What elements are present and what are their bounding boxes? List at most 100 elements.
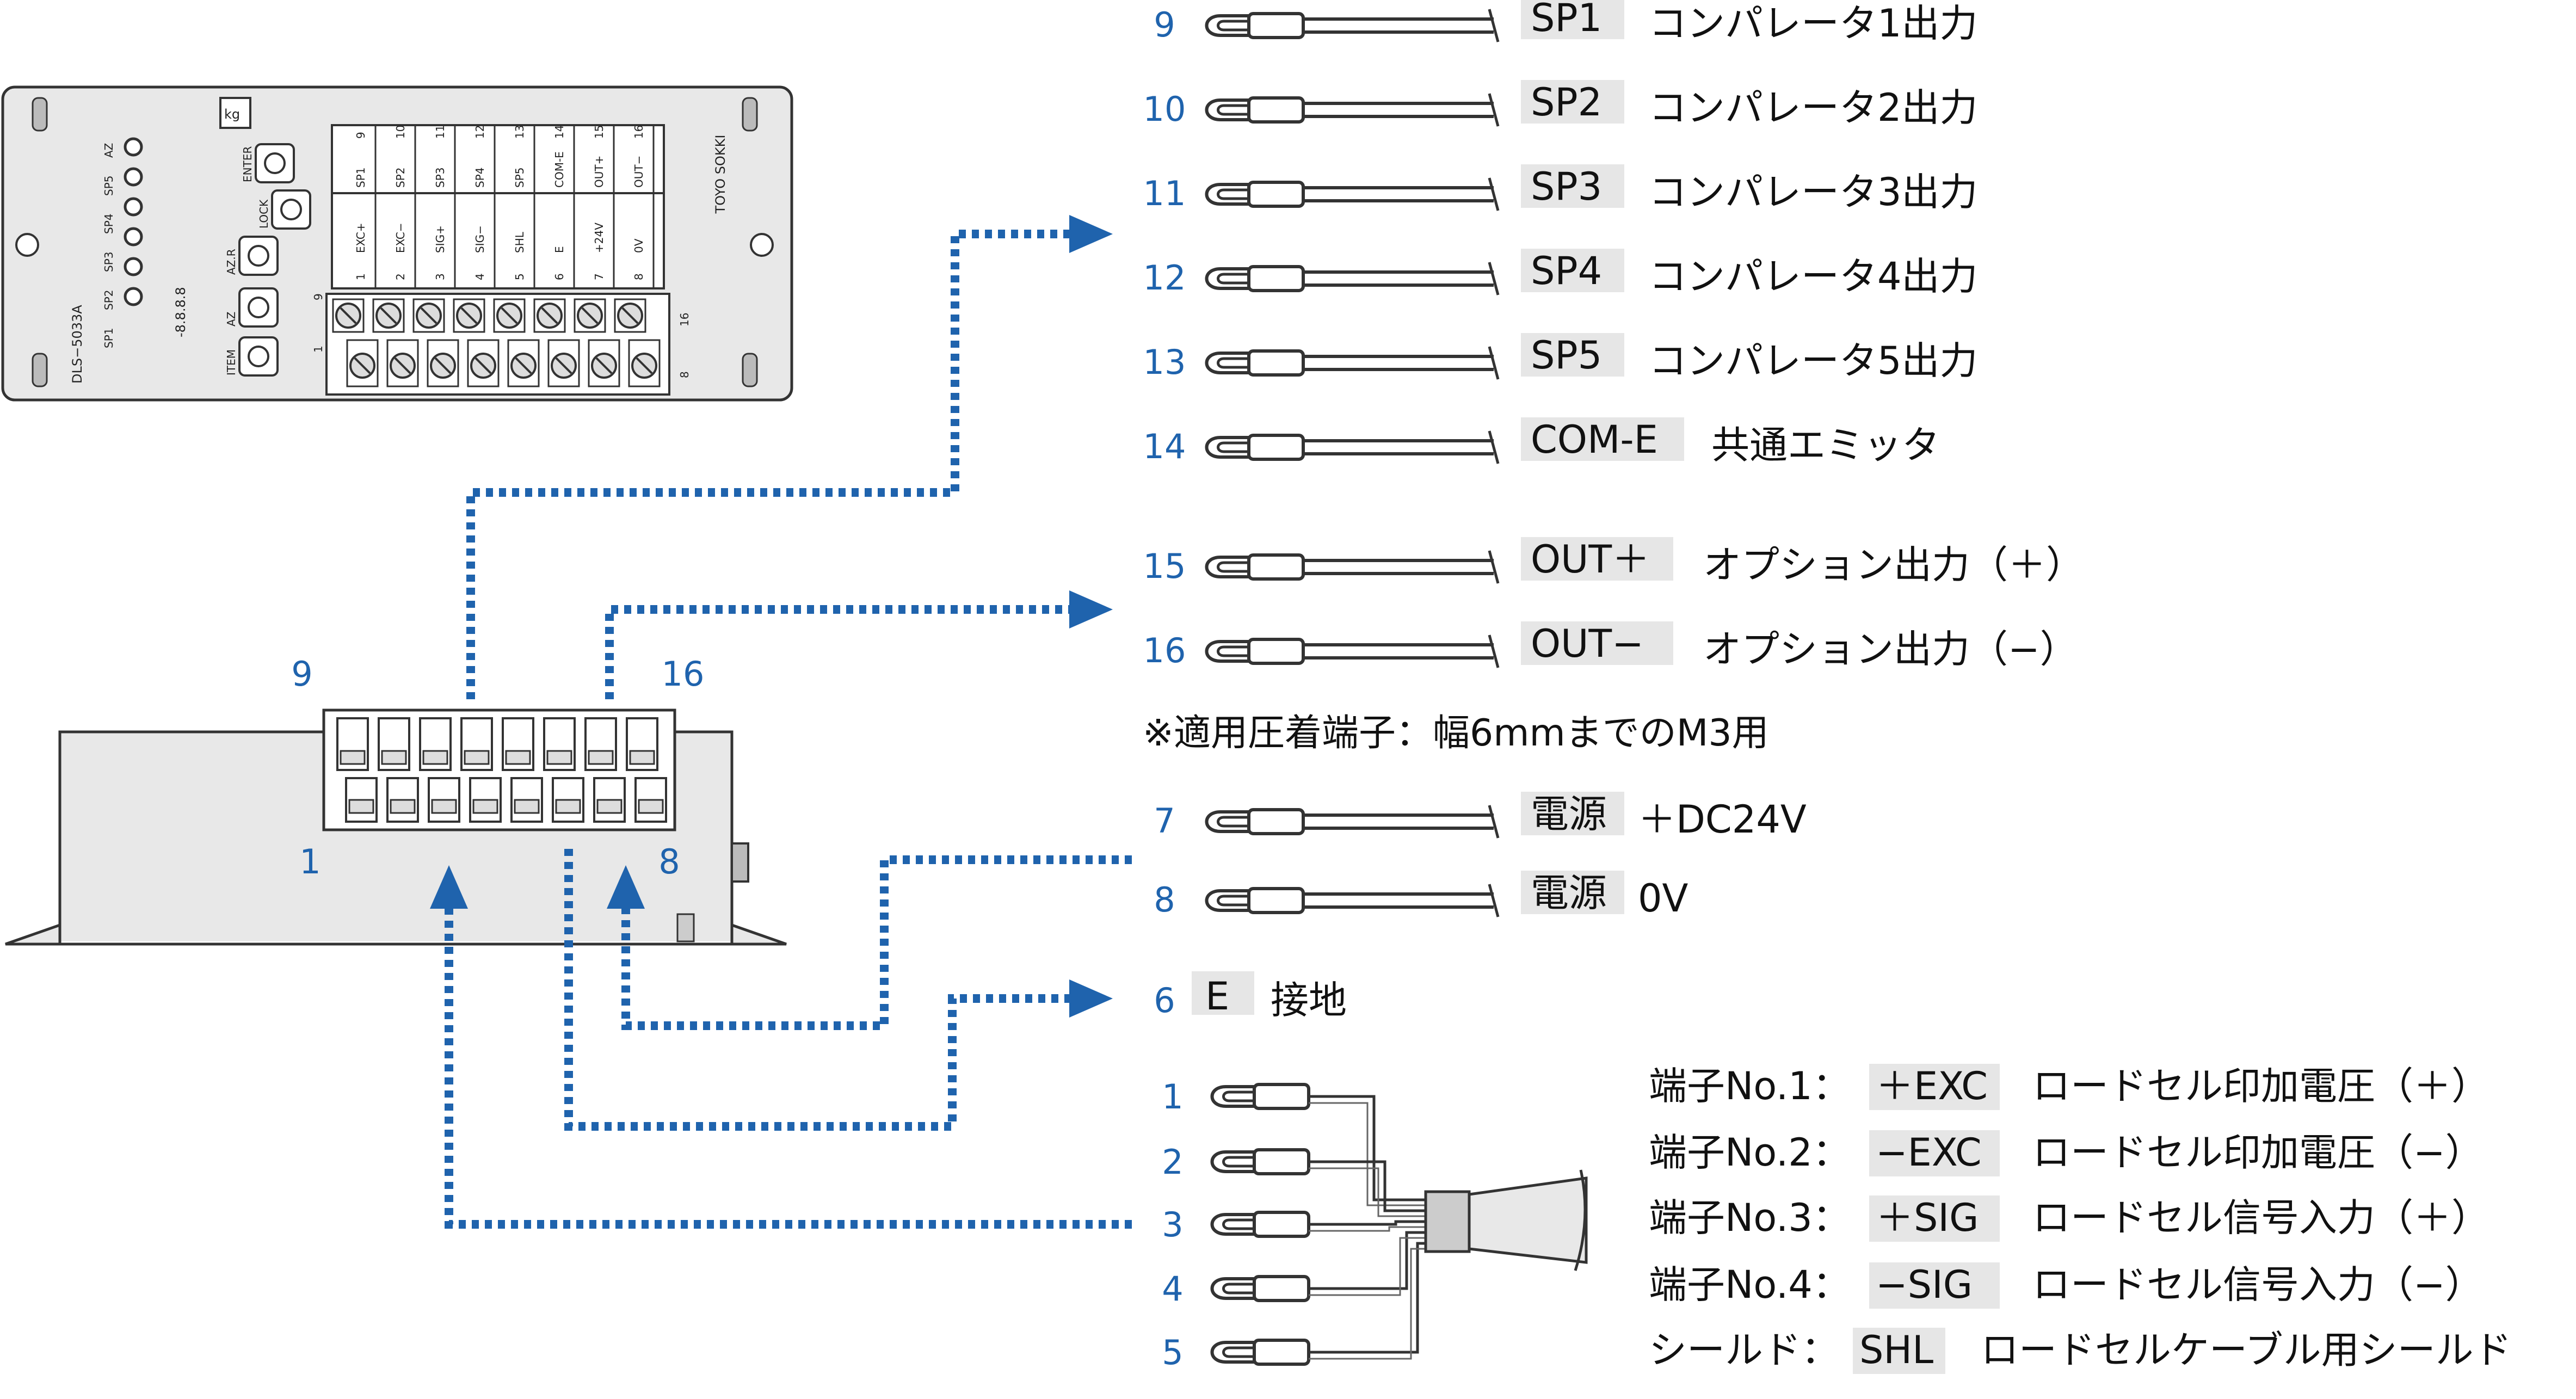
- terminal-number-11: 11: [1143, 174, 1186, 213]
- side-label-9: 9: [291, 654, 312, 694]
- status-leds: [124, 137, 143, 306]
- key-enter[interactable]: [255, 143, 295, 183]
- wire-tag-8-bg: [1521, 871, 1624, 914]
- panel-bottom-no-5: 5: [513, 273, 526, 280]
- panel-no-9: 9: [312, 293, 325, 300]
- loadcell-tag-2-bg: [1869, 1130, 2000, 1176]
- loadcell-tag-4: −SIG: [1876, 1262, 1973, 1307]
- wire-tag-7: 電源: [1531, 792, 1607, 836]
- panel-bottom-no-4: 4: [473, 273, 486, 280]
- panel-bottom-label-4: SIG−: [473, 225, 486, 253]
- wire-tag-11-bg: [1521, 164, 1624, 208]
- loadcell-tag-3: ＋SIG: [1876, 1195, 1979, 1240]
- side-label-16: 16: [662, 654, 705, 694]
- panel-bottom-no-3: 3: [434, 273, 447, 280]
- loadcell-tag-4-bg: [1869, 1262, 2000, 1309]
- loadcell-desc-3: ロードセル信号入力（＋）: [2032, 1195, 2489, 1240]
- panel-bottom-label-7: +24V: [593, 223, 606, 253]
- crimp-terminal-9: [1205, 12, 1305, 39]
- panel-top-label-16: OUT−: [632, 156, 645, 188]
- wire-tag-13-bg: [1521, 333, 1624, 377]
- wire-desc-16: オプション出力（−）: [1703, 627, 2078, 671]
- key-label-2: AZ.R: [225, 249, 238, 275]
- led-label-sp4: SP4: [102, 214, 115, 234]
- loadcell-desc-2: ロードセル印加電圧（−）: [2032, 1130, 2483, 1175]
- crimp-terminal-14: [1205, 434, 1305, 461]
- wire-tag-6-bg: [1192, 971, 1254, 1015]
- refresh-icon: [248, 346, 269, 367]
- panel-top-label-10: SP2: [394, 168, 407, 188]
- wire-desc-13: コンパレータ5出力: [1649, 338, 1978, 383]
- loadcell-prefix-4: 端子No.4：: [1649, 1262, 1851, 1307]
- key-lock[interactable]: [271, 189, 311, 230]
- wire-tag-15: OUT＋: [1531, 537, 1650, 582]
- panel-bottom-no-8: 8: [632, 273, 645, 280]
- wire-tag-8: 電源: [1531, 871, 1607, 915]
- panel-top-no-10: 10: [394, 125, 407, 139]
- crimp-terminal-7: [1205, 808, 1305, 835]
- led-label-sp3: SP3: [102, 252, 115, 272]
- led-label-sp1: SP1: [102, 328, 115, 348]
- panel-top-label-9: SP1: [354, 168, 367, 188]
- panel-top-no-16: 16: [632, 125, 645, 139]
- terminal-number-14: 14: [1143, 427, 1186, 466]
- wire-tag-16-bg: [1521, 621, 1673, 665]
- panel-bottom-label-2: EXC−: [394, 223, 407, 253]
- panel-top-label-13: SP5: [513, 168, 526, 188]
- key-label-4: ENTER: [241, 146, 254, 182]
- loadcell-prefix-5: シールド：: [1649, 1328, 1839, 1372]
- crimp-terminal-15: [1205, 553, 1305, 581]
- key-label-0: ITEM: [225, 349, 238, 375]
- wire-desc-8: 0V: [1638, 876, 1688, 921]
- panel-no-1: 1: [312, 346, 325, 353]
- key-item[interactable]: [238, 336, 279, 377]
- enter-icon: [264, 152, 286, 174]
- loadcell-terminal-5: [1210, 1339, 1310, 1366]
- weight-display: -8.8.8.8: [173, 287, 188, 337]
- model-label: DLS−5033A: [70, 305, 85, 384]
- panel-no-8: 8: [678, 371, 691, 378]
- wire-desc-10: コンパレータ2出力: [1649, 85, 1978, 130]
- crimp-terminal-8: [1205, 887, 1305, 914]
- panel-bottom-label-6: E: [553, 246, 566, 253]
- wire-desc-12: コンパレータ4出力: [1649, 254, 1978, 299]
- wire-tag-14: COM-E: [1531, 417, 1658, 462]
- terminal-number-12: 12: [1143, 258, 1186, 298]
- loadcell-desc-5: ロードセルケーブル用シールド: [1981, 1328, 2512, 1372]
- loadcell-desc-4: ロードセル信号入力（−）: [2032, 1262, 2483, 1307]
- panel-bottom-label-3: SIG+: [434, 225, 447, 253]
- crimp-terminal-11: [1205, 181, 1305, 208]
- panel-bottom-label-5: SHL: [513, 231, 526, 253]
- loadcell-terminal-4: [1210, 1275, 1310, 1302]
- crimp-terminal-note: ※適用圧着端子：幅6mmまでのM3用: [1143, 712, 1769, 755]
- led-label-az: AZ: [102, 143, 115, 158]
- terminal-number-13: 13: [1143, 342, 1186, 382]
- terminal-number-8: 8: [1154, 880, 1175, 920]
- panel-bottom-no-1: 1: [354, 273, 367, 280]
- arrow-power: [621, 855, 1132, 1030]
- terminal-number-15: 15: [1143, 546, 1186, 586]
- terminal-number-10: 10: [1143, 89, 1186, 129]
- loadcell-tag-2: −EXC: [1876, 1130, 1982, 1175]
- panel-top-no-15: 15: [593, 125, 606, 139]
- wire-tag-15-bg: [1521, 537, 1673, 581]
- side-label-8: 8: [658, 842, 680, 882]
- wire-tag-12: SP4: [1531, 249, 1602, 293]
- wire-tag-10: SP2: [1531, 80, 1602, 125]
- loadcell-number-3: 3: [1162, 1205, 1183, 1244]
- terminal-number-9: 9: [1154, 5, 1175, 45]
- panel-bottom-label-1: EXC+: [354, 223, 367, 253]
- triangle-icon: [248, 245, 269, 267]
- key-az-r[interactable]: [238, 236, 279, 276]
- wire-tag-16: OUT−: [1531, 621, 1644, 666]
- loadcell-tag-5: SHL: [1859, 1328, 1933, 1372]
- panel-bottom-label-8: 0V: [632, 238, 645, 253]
- loadcell-number-1: 1: [1162, 1077, 1183, 1117]
- panel-top-label-14: COM-E: [553, 151, 566, 188]
- terminal-number-7: 7: [1154, 801, 1175, 841]
- key-az[interactable]: [238, 287, 279, 328]
